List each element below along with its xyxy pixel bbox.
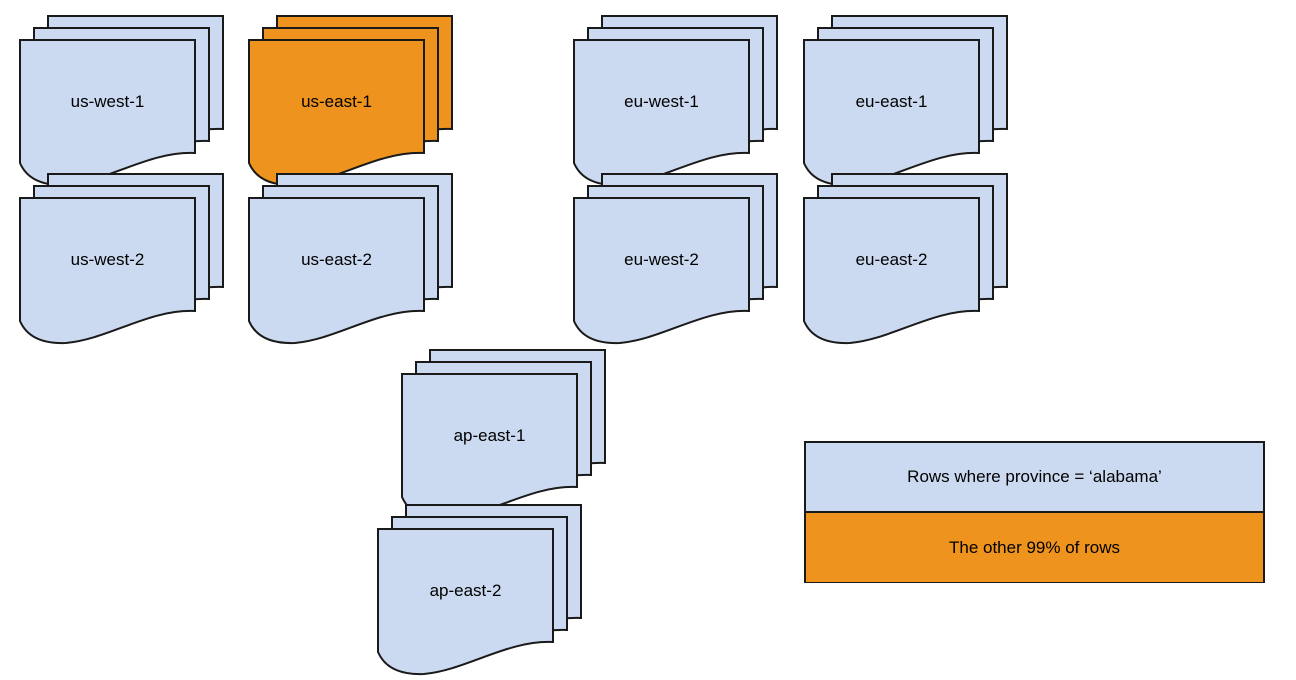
document-stack-ap-east-1[interactable]: ap-east-1	[401, 348, 622, 521]
document-stack-us-west-2[interactable]: us-west-2	[19, 172, 240, 345]
document-stack-shape-us-east-1	[248, 15, 453, 187]
document-sheet-3	[19, 197, 196, 345]
document-stack-shape-us-west-2	[19, 173, 224, 345]
document-sheet-3	[401, 373, 578, 521]
document-stack-us-west-1[interactable]: us-west-1	[19, 14, 240, 187]
document-stack-shape-eu-east-2	[803, 173, 1008, 345]
document-sheet-3	[803, 197, 980, 345]
document-sheet-3	[248, 197, 425, 345]
document-stack-shape-eu-west-2	[573, 173, 778, 345]
legend: Rows where province = ‘alabama’ The othe…	[804, 441, 1265, 583]
document-stack-shape-ap-east-1	[401, 349, 606, 521]
document-sheet-3	[573, 39, 750, 187]
document-stack-us-east-2[interactable]: us-east-2	[248, 172, 469, 345]
document-stack-eu-west-1[interactable]: eu-west-1	[573, 14, 794, 187]
document-stack-shape-ap-east-2	[377, 504, 582, 676]
document-stack-us-east-1[interactable]: us-east-1	[248, 14, 469, 187]
legend-item-other-rows: The other 99% of rows	[806, 513, 1263, 582]
document-sheet-3	[248, 39, 425, 187]
document-stack-shape-eu-east-1	[803, 15, 1008, 187]
document-stack-eu-west-2[interactable]: eu-west-2	[573, 172, 794, 345]
legend-item-alabama-rows: Rows where province = ‘alabama’	[806, 443, 1263, 513]
document-stack-shape-us-west-1	[19, 15, 224, 187]
legend-label-alabama-rows: Rows where province = ‘alabama’	[907, 467, 1162, 486]
document-stack-shape-eu-west-1	[573, 15, 778, 187]
document-sheet-3	[19, 39, 196, 187]
document-stack-eu-east-2[interactable]: eu-east-2	[803, 172, 1024, 345]
document-stack-eu-east-1[interactable]: eu-east-1	[803, 14, 1024, 187]
document-stack-shape-us-east-2	[248, 173, 453, 345]
document-sheet-3	[377, 528, 554, 676]
document-sheet-3	[803, 39, 980, 187]
legend-label-other-rows: The other 99% of rows	[948, 537, 1121, 557]
document-sheet-3	[573, 197, 750, 345]
document-stack-ap-east-2[interactable]: ap-east-2	[377, 503, 598, 676]
